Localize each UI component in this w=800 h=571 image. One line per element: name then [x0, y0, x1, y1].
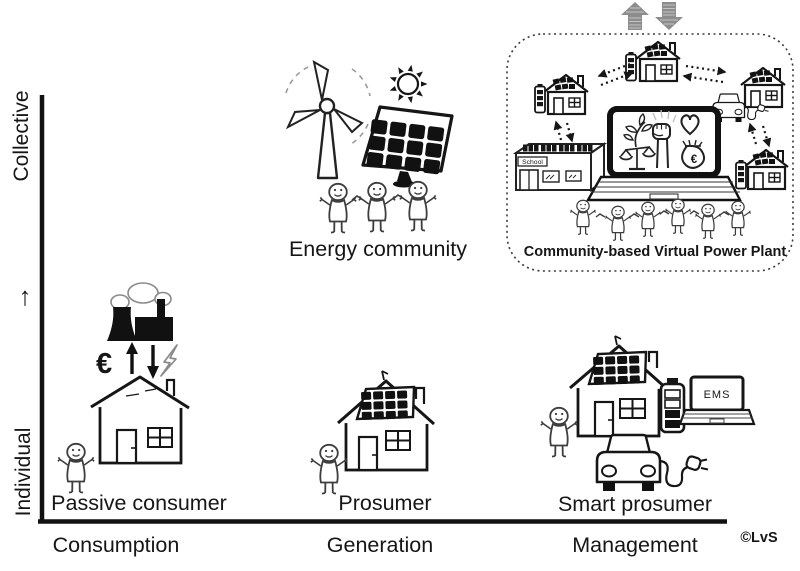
- axes: Collective ↑ Individual Consumption Gene…: [10, 90, 778, 557]
- wind-turbine-icon: [285, 60, 371, 180]
- vpp-house-icon: [739, 66, 787, 109]
- electricity-down-arrow-icon: [147, 345, 159, 379]
- grid-exchange-arrows-icon: [621, 2, 683, 30]
- school-building-icon: School: [512, 142, 608, 193]
- heart-icon: [680, 114, 700, 136]
- balance-scale-icon: [619, 146, 656, 171]
- ems-laptop-icon: EMS: [678, 375, 756, 426]
- ems-screen-text: EMS: [704, 389, 731, 401]
- euro-symbol: €: [96, 348, 112, 380]
- plant-icon: [623, 112, 653, 148]
- person-icon: [357, 181, 397, 233]
- person-icon: [539, 406, 579, 458]
- virtual-power-plant-group: School: [506, 2, 794, 272]
- vpp-house-icon: [542, 73, 590, 116]
- person-icon: [634, 201, 662, 238]
- prosumer-label: Prosumer: [338, 491, 431, 515]
- electric-car-plug-icon: [595, 433, 710, 493]
- vpp-people-row: [569, 198, 752, 242]
- person-icon: [724, 200, 752, 237]
- joined-hands: [351, 194, 405, 201]
- virtual-power-plant-label: Community-based Virtual Power Plant: [524, 244, 787, 260]
- person-icon: [694, 203, 722, 240]
- x-axis-label-consumption: Consumption: [53, 533, 180, 557]
- solar-panel-icon: [361, 105, 454, 188]
- energy-community-label: Energy community: [289, 237, 467, 261]
- money-up-arrow-icon: [126, 342, 138, 374]
- person-icon: [398, 180, 438, 232]
- vpp-battery-icon: [534, 83, 546, 114]
- copyright-credit: ©LvS: [740, 530, 778, 546]
- sun-icon: [389, 64, 428, 104]
- lightning-icon: [160, 344, 178, 377]
- energy-flow-arrows: [553, 62, 772, 148]
- smart-prosumer-group: EMS Smart prosumer: [539, 335, 756, 516]
- joined-hands: [595, 210, 730, 218]
- person-icon: [56, 442, 96, 494]
- solar-house-icon: [569, 335, 669, 438]
- energy-community-group: Energy community: [285, 60, 467, 261]
- vpp-dashed-border: [506, 33, 794, 272]
- raised-fist-icon: [652, 109, 677, 169]
- house-icon: [90, 375, 190, 465]
- vpp-battery-icon: [735, 159, 747, 190]
- money-bag-icon: €: [681, 139, 705, 169]
- money-bag-euro: €: [691, 154, 698, 166]
- x-axis-label-management: Management: [572, 533, 698, 557]
- y-axis-bottom-label: Individual: [12, 428, 35, 517]
- passive-consumer-label: Passive consumer: [51, 491, 227, 515]
- y-axis-top-label: Collective: [10, 90, 33, 181]
- power-plant-icon: [107, 282, 173, 341]
- vpp-house-icon: [742, 148, 790, 191]
- solar-house-icon: [337, 370, 436, 472]
- x-axis-label-generation: Generation: [327, 533, 433, 557]
- person-icon: [569, 199, 597, 236]
- person-icon: [318, 182, 358, 234]
- y-axis-direction-arrow: ↑: [19, 281, 32, 311]
- passive-consumer-group: € Passive consumer: [51, 282, 227, 515]
- home-battery-icon: [659, 378, 686, 434]
- vpp-laptop-icon: €: [585, 106, 742, 202]
- person-icon: [309, 443, 349, 495]
- smart-prosumer-label: Smart prosumer: [558, 492, 712, 516]
- person-icon: [664, 198, 692, 235]
- person-icon: [604, 205, 632, 242]
- vpp-house-icon: [634, 40, 682, 83]
- prosumer-group: Prosumer: [309, 370, 436, 515]
- school-sign-text: School: [522, 159, 543, 166]
- vpp-battery-icon: [625, 51, 637, 82]
